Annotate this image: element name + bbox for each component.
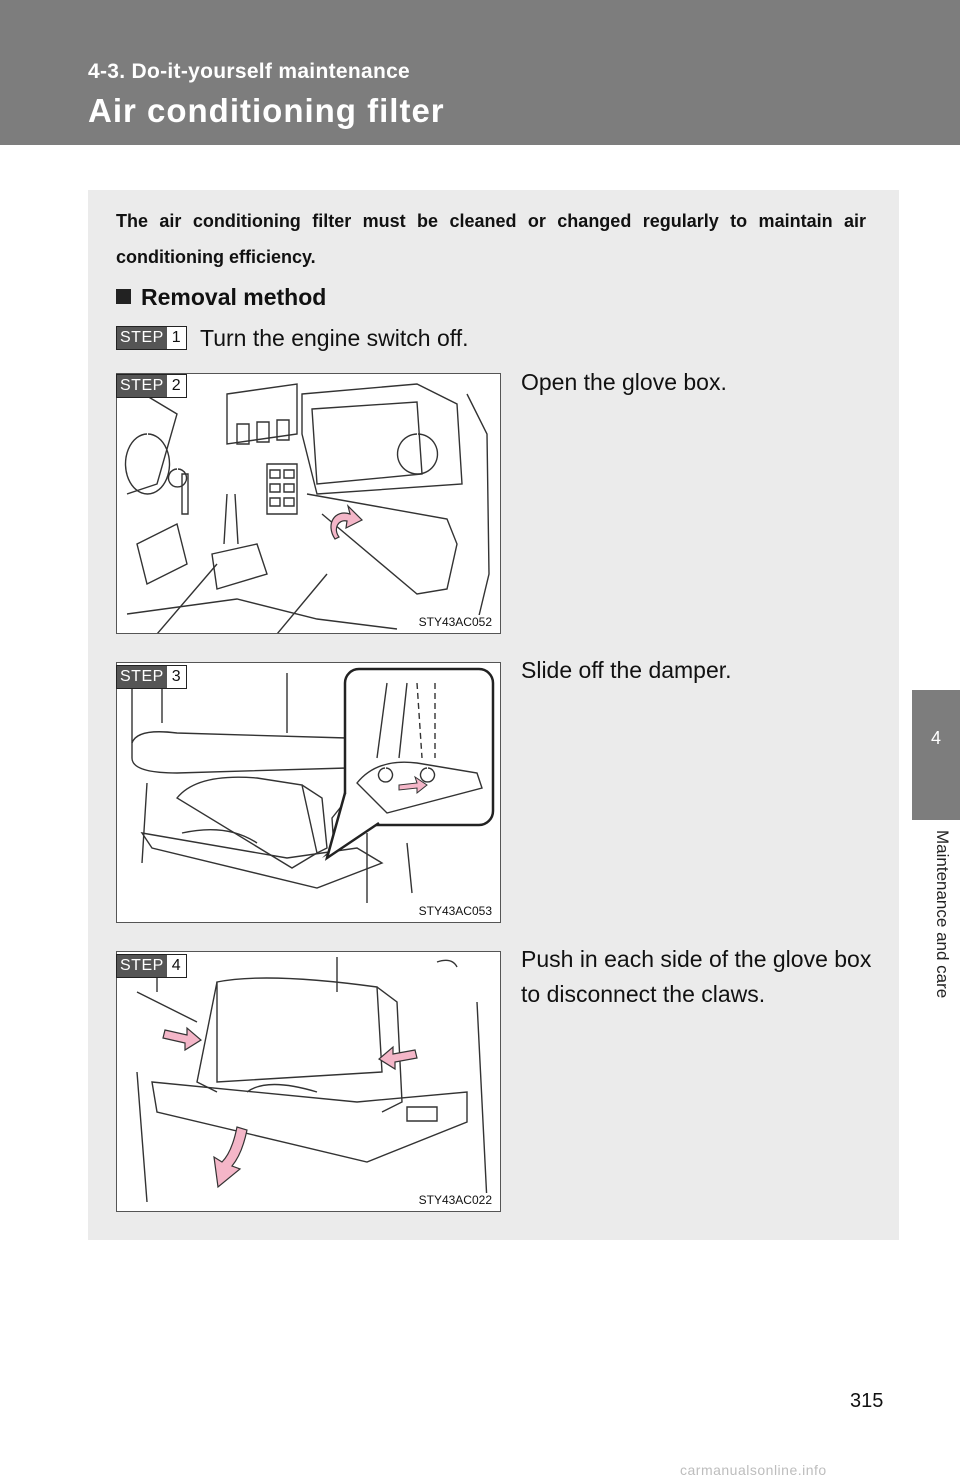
step-3-illustration: STY43AC053: [116, 662, 501, 923]
step-word: STEP: [117, 955, 167, 977]
subheading-text: Removal method: [141, 284, 327, 310]
step-word: STEP: [117, 375, 167, 397]
glove-box-open-drawing: [124, 383, 490, 633]
step-3-text: Slide off the damper.: [521, 657, 732, 683]
figure-code: STY43AC053: [416, 904, 494, 918]
chapter-number-box: 4: [912, 690, 960, 820]
intro-text: The air conditioning filter must be clea…: [116, 211, 866, 267]
step-1-text: Turn the engine switch off.: [200, 325, 469, 351]
glove-box-claws-drawing: [136, 957, 488, 1203]
step-word: STEP: [117, 666, 167, 688]
step-number: 2: [166, 375, 186, 397]
footer-watermark: carmanualsonline.info: [680, 1462, 827, 1478]
step-2-illustration: STY43AC052: [116, 373, 501, 634]
step-word: STEP: [117, 327, 167, 349]
page-number: 315: [850, 1390, 884, 1412]
chapter-tab: 4 Maintenance and care: [912, 690, 960, 1090]
step-number: 4: [166, 955, 186, 977]
step-4-text: Push in each side of the glove box to di…: [521, 946, 872, 1007]
square-bullet-icon: [116, 289, 131, 304]
step-4-illustration: STY43AC022: [116, 951, 501, 1212]
damper-drawing: [131, 667, 495, 903]
chapter-title: Maintenance and care: [933, 830, 952, 999]
figure-code: STY43AC022: [416, 1193, 494, 1207]
header-band: 4-3. Do-it-yourself maintenance Air cond…: [0, 0, 960, 145]
page-title: Air conditioning filter: [88, 92, 445, 129]
step-number: 1: [166, 327, 186, 349]
figure-code: STY43AC052: [416, 615, 494, 629]
step-number: 3: [166, 666, 186, 688]
subheading: Removal method: [116, 284, 326, 311]
chapter-number: 4: [930, 728, 941, 748]
section-label: 4-3. Do-it-yourself maintenance: [88, 60, 411, 83]
step-2-text: Open the glove box.: [521, 369, 727, 395]
